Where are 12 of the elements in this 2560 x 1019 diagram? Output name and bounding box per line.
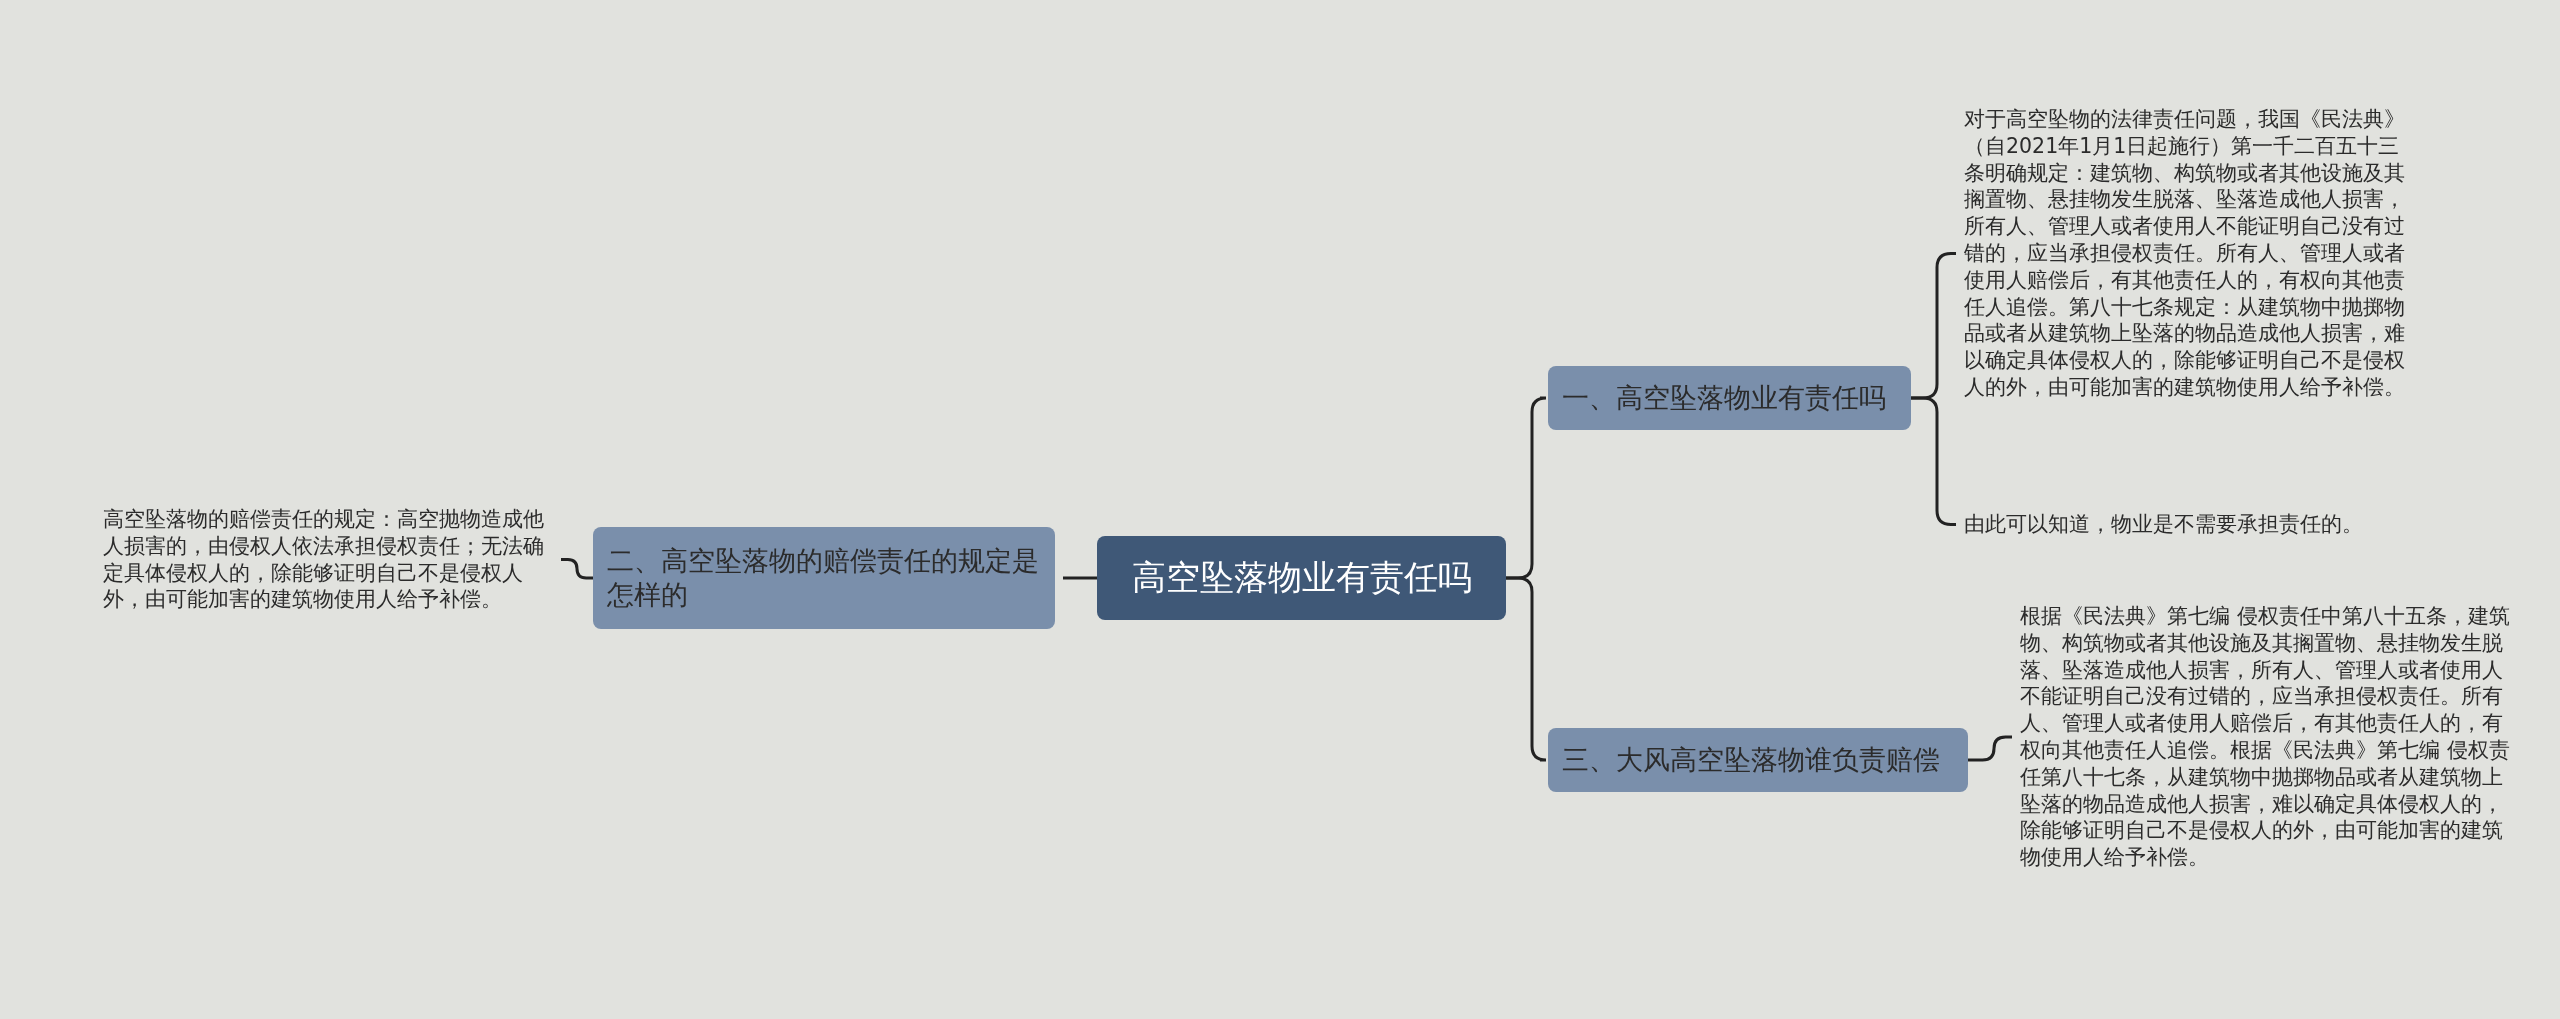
connector-line <box>1506 576 1548 762</box>
connector-line <box>1063 576 1097 580</box>
connector-line <box>561 558 593 580</box>
connector-line <box>1968 735 2012 762</box>
note-text: 根据《民法典》第七编 侵权责任中第八十五条，建筑物、构筑物或者其他设施及其搁置物、悬挂物发生脱落、坠落造成他人损害，所有人、管理人或者使用人不能证明自己没有过错的，应当承担侵权责任。所有人、管理人或者使用人赔偿后，有其他责任人的，有权向其他责任人追偿。根据《民法典》第七编 侵权责任第八十七条，从建筑物中抛掷物品或者从建筑物上坠落的物品造成他人损害，难以确定具体侵权人的，除能够证明自己不是侵权人的外，由可能加害的建筑物使用人给予补偿。 <box>2020 603 2512 871</box>
topic-box: 二、高空坠落物的赔偿责任的规定是怎样的 <box>593 527 1055 629</box>
note-text: 高空坠落物的赔偿责任的规定：高空抛物造成他人损害的，由侵权人依法承担侵权责任；无法确定具体侵权人的，除能够证明自己不是侵权人外，由可能加害的建筑物使用人给予补偿。 <box>103 506 553 614</box>
root-topic-box: 高空坠落物业有责任吗 <box>1097 536 1506 620</box>
topic-box: 一、高空坠落物业有责任吗 <box>1548 366 1911 430</box>
topic-box: 三、大风高空坠落物谁负责赔偿 <box>1548 728 1968 792</box>
note-text: 对于高空坠物的法律责任问题，我国《民法典》（自2021年1月1日起施行）第一千二百五十三条明确规定：建筑物、构筑物或者其他设施及其搁置物、悬挂物发生脱落、坠落造成他人损害，所有人、管理人或者使用人不能证明自己没有过错的，应当承担侵权责任。所有人、管理人或者使用人赔偿后，有其他责任人的，有权向其他责任人追偿。第八十七条规定：从建筑物中抛掷物品或者从建筑物上坠落的物品造成他人损害，难以确定具体侵权人的，除能够证明自己不是侵权人的外，由可能加害的建筑物使用人给予补偿。 <box>1964 106 2414 401</box>
note-text: 由此可以知道，物业是不需要承担责任的。 <box>1964 511 2414 538</box>
